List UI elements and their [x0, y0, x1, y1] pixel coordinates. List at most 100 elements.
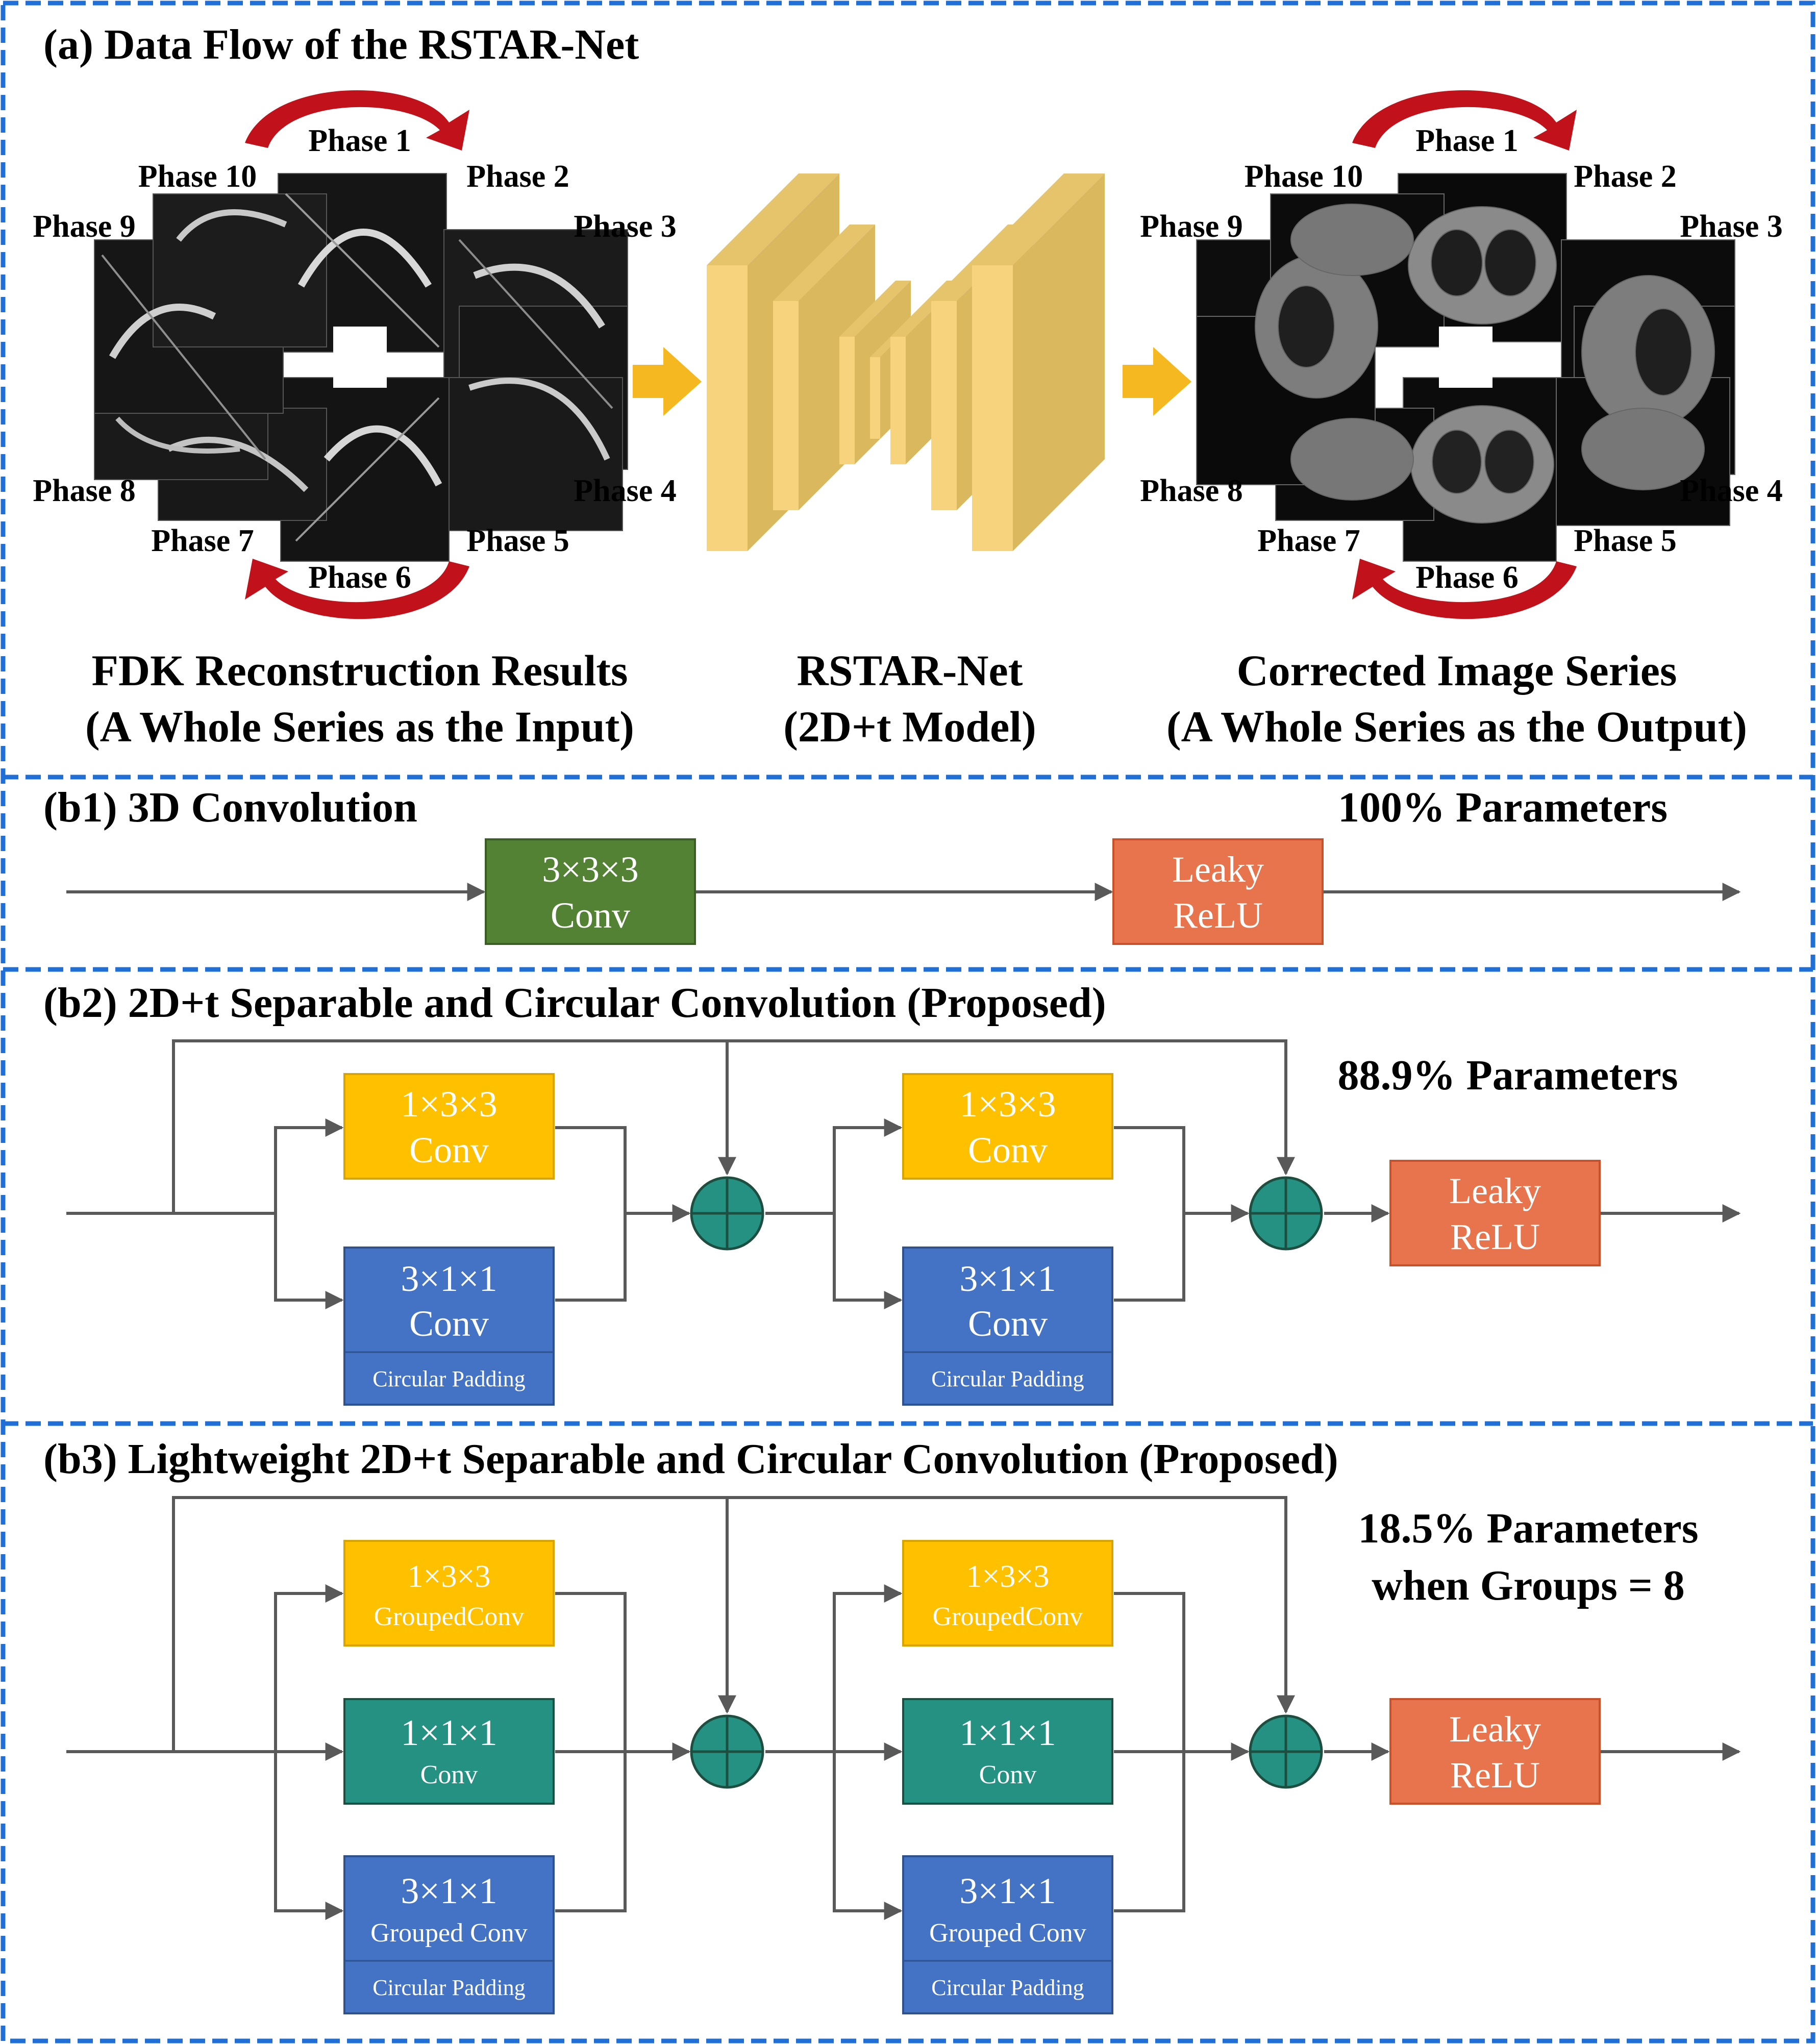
b2-connectors — [66, 1039, 1741, 1309]
input-phase-5-label: Phase 5 — [466, 524, 569, 558]
output-ct-tiles — [1196, 173, 1735, 562]
input-phase-7-label: Phase 7 — [151, 524, 254, 558]
b2-add-node-1 — [690, 1176, 764, 1251]
b2-leaky-relu-box: Leaky ReLU — [1389, 1160, 1601, 1266]
net-caption-line-1: RSTAR-Net — [797, 646, 1023, 695]
b2-padding-label-1: Circular Padding — [372, 1366, 525, 1391]
output-caption-line-2: (A Whole Series as the Output) — [1166, 702, 1747, 751]
b1-leaky-relu-box: Leaky ReLU — [1112, 838, 1324, 945]
b1-conv-label: Conv — [551, 895, 630, 936]
b2-temporal-kernel-1: 3×1×1 — [401, 1258, 497, 1299]
input-phase-10-label: Phase 10 — [138, 159, 257, 194]
input-top-cycle-arrow — [245, 90, 469, 151]
b1-act-line-1: Leaky — [1172, 849, 1264, 890]
input-ct-tiles — [94, 173, 628, 562]
b3-spatial-label-2: GroupedConv — [933, 1602, 1083, 1631]
b3-act-line-2: ReLU — [1450, 1755, 1540, 1796]
b3-spatial-grouped-conv-1: 1×3×3 GroupedConv — [343, 1540, 555, 1647]
b3-pointwise-kernel-2: 1×1×1 — [959, 1712, 1056, 1753]
panel-b3-params-line-1: 18.5% Parameters — [1358, 1505, 1698, 1552]
b2-padding-label-2: Circular Padding — [931, 1366, 1084, 1391]
b3-connectors — [66, 1496, 1741, 1920]
input-phase-6-label: Phase 6 — [308, 560, 411, 595]
b3-spatial-kernel-1: 1×3×3 — [408, 1559, 491, 1594]
b3-padding-label-2: Circular Padding — [931, 1975, 1084, 2000]
net-caption-line-2: (2D+t Model) — [783, 702, 1036, 751]
panel-b2: (b2) 2D+t Separable and Circular Convolu… — [43, 979, 1741, 1406]
b3-temporal-kernel-2: 3×1×1 — [959, 1871, 1056, 1911]
b3-spatial-grouped-conv-2: 1×3×3 GroupedConv — [902, 1540, 1113, 1647]
b2-temporal-label-2: Conv — [968, 1303, 1048, 1344]
output-phase-1-label: Phase 1 — [1415, 123, 1519, 158]
b1-act-line-2: ReLU — [1173, 895, 1263, 936]
input-phase-1-label: Phase 1 — [308, 123, 411, 158]
b3-spatial-kernel-2: 1×3×3 — [966, 1559, 1050, 1594]
input-caption-line-1: FDK Reconstruction Results — [91, 646, 628, 695]
b2-temporal-label-1: Conv — [409, 1303, 489, 1344]
flow-arrow-out — [1123, 347, 1191, 416]
output-phase-3-label: Phase 3 — [1680, 209, 1783, 244]
b2-add-node-2 — [1249, 1176, 1323, 1251]
panel-b2-params: 88.9% Parameters — [1337, 1052, 1678, 1099]
output-caption-line-1: Corrected Image Series — [1237, 646, 1677, 695]
b1-conv3d-box: 3×3×3 Conv — [485, 838, 696, 945]
b2-temporal-conv-1: 3×1×1 Conv Circular Padding — [343, 1247, 555, 1406]
panel-a-title: (a) Data Flow of the RSTAR-Net — [43, 21, 639, 68]
b3-pointwise-conv-1: 1×1×1 Conv — [343, 1698, 555, 1805]
b3-pointwise-kernel-1: 1×1×1 — [401, 1712, 497, 1753]
output-phase-10-label: Phase 10 — [1245, 159, 1363, 194]
input-phase-8-label: Phase 8 — [33, 473, 136, 508]
b3-pointwise-conv-2: 1×1×1 Conv — [902, 1698, 1113, 1805]
b3-act-line-1: Leaky — [1449, 1709, 1541, 1750]
b3-leaky-relu-box: Leaky ReLU — [1389, 1698, 1601, 1805]
input-phase-2-label: Phase 2 — [466, 159, 569, 194]
b2-spatial-conv-1: 1×3×3 Conv — [343, 1073, 555, 1180]
input-center-hole — [333, 327, 387, 388]
output-top-cycle-arrow — [1352, 90, 1577, 151]
b3-temporal-kernel-1: 3×1×1 — [401, 1871, 497, 1911]
b2-spatial-kernel-1: 1×3×3 — [401, 1084, 497, 1125]
input-bottom-cycle-arrow — [245, 559, 469, 619]
panel-b3-params-line-2: when Groups = 8 — [1372, 1562, 1684, 1609]
output-phase-labels: Phase 1 Phase 2 Phase 3 Phase 4 Phase 5 … — [1140, 123, 1783, 595]
output-phase-8-label: Phase 8 — [1140, 473, 1243, 508]
b2-spatial-label-2: Conv — [968, 1130, 1048, 1170]
panel-a-captions: FDK Reconstruction Results (A Whole Seri… — [85, 646, 1747, 751]
b2-spatial-conv-2: 1×3×3 Conv — [902, 1073, 1113, 1180]
output-image-series: Phase 1 Phase 2 Phase 3 Phase 4 Phase 5 … — [1140, 90, 1783, 619]
b2-temporal-kernel-2: 3×1×1 — [959, 1258, 1056, 1299]
input-caption-line-2: (A Whole Series as the Input) — [85, 702, 634, 751]
panel-b1-params: 100% Parameters — [1338, 784, 1668, 831]
output-phase-9-label: Phase 9 — [1140, 209, 1243, 244]
b3-temporal-grouped-conv-1: 3×1×1 Grouped Conv Circular Padding — [343, 1855, 555, 2014]
panel-b2-title: (b2) 2D+t Separable and Circular Convolu… — [43, 979, 1106, 1027]
input-phase-labels: Phase 1 Phase 2 Phase 3 Phase 4 Phase 5 … — [33, 123, 677, 595]
b3-temporal-label-2: Grouped Conv — [929, 1918, 1086, 1948]
b3-temporal-grouped-conv-2: 3×1×1 Grouped Conv Circular Padding — [902, 1855, 1113, 2014]
panel-b3: (b3) Lightweight 2D+t Separable and Circ… — [43, 1435, 1741, 2014]
output-phase-6-label: Phase 6 — [1415, 560, 1519, 595]
b3-add-node-1 — [690, 1714, 764, 1789]
flow-arrow-in — [633, 347, 702, 416]
b2-spatial-label-1: Conv — [409, 1130, 489, 1170]
input-phase-9-label: Phase 9 — [33, 209, 136, 244]
input-phase-4-label: Phase 4 — [574, 473, 677, 508]
b2-act-line-1: Leaky — [1449, 1170, 1541, 1211]
b2-spatial-kernel-2: 1×3×3 — [959, 1084, 1056, 1125]
b3-padding-label-1: Circular Padding — [372, 1975, 525, 2000]
b3-add-node-2 — [1249, 1714, 1323, 1789]
output-phase-5-label: Phase 5 — [1574, 524, 1677, 558]
output-center-hole — [1439, 327, 1492, 388]
output-phase-4-label: Phase 4 — [1680, 473, 1783, 508]
panel-b1: (b1) 3D Convolution 100% Parameters 3×3×… — [43, 784, 1741, 945]
output-bottom-cycle-arrow — [1352, 559, 1577, 619]
b3-spatial-label-1: GroupedConv — [374, 1602, 525, 1631]
input-phase-3-label: Phase 3 — [574, 209, 677, 244]
b1-conv-kernel: 3×3×3 — [542, 849, 638, 890]
rstar-net-block-stack — [707, 173, 1105, 551]
b3-pointwise-label-2: Conv — [979, 1760, 1037, 1789]
panel-a: (a) Data Flow of the RSTAR-Net — [33, 21, 1783, 751]
panel-b1-title: (b1) 3D Convolution — [43, 784, 417, 831]
input-image-series: Phase 1 Phase 2 Phase 3 Phase 4 Phase 5 … — [33, 90, 677, 619]
